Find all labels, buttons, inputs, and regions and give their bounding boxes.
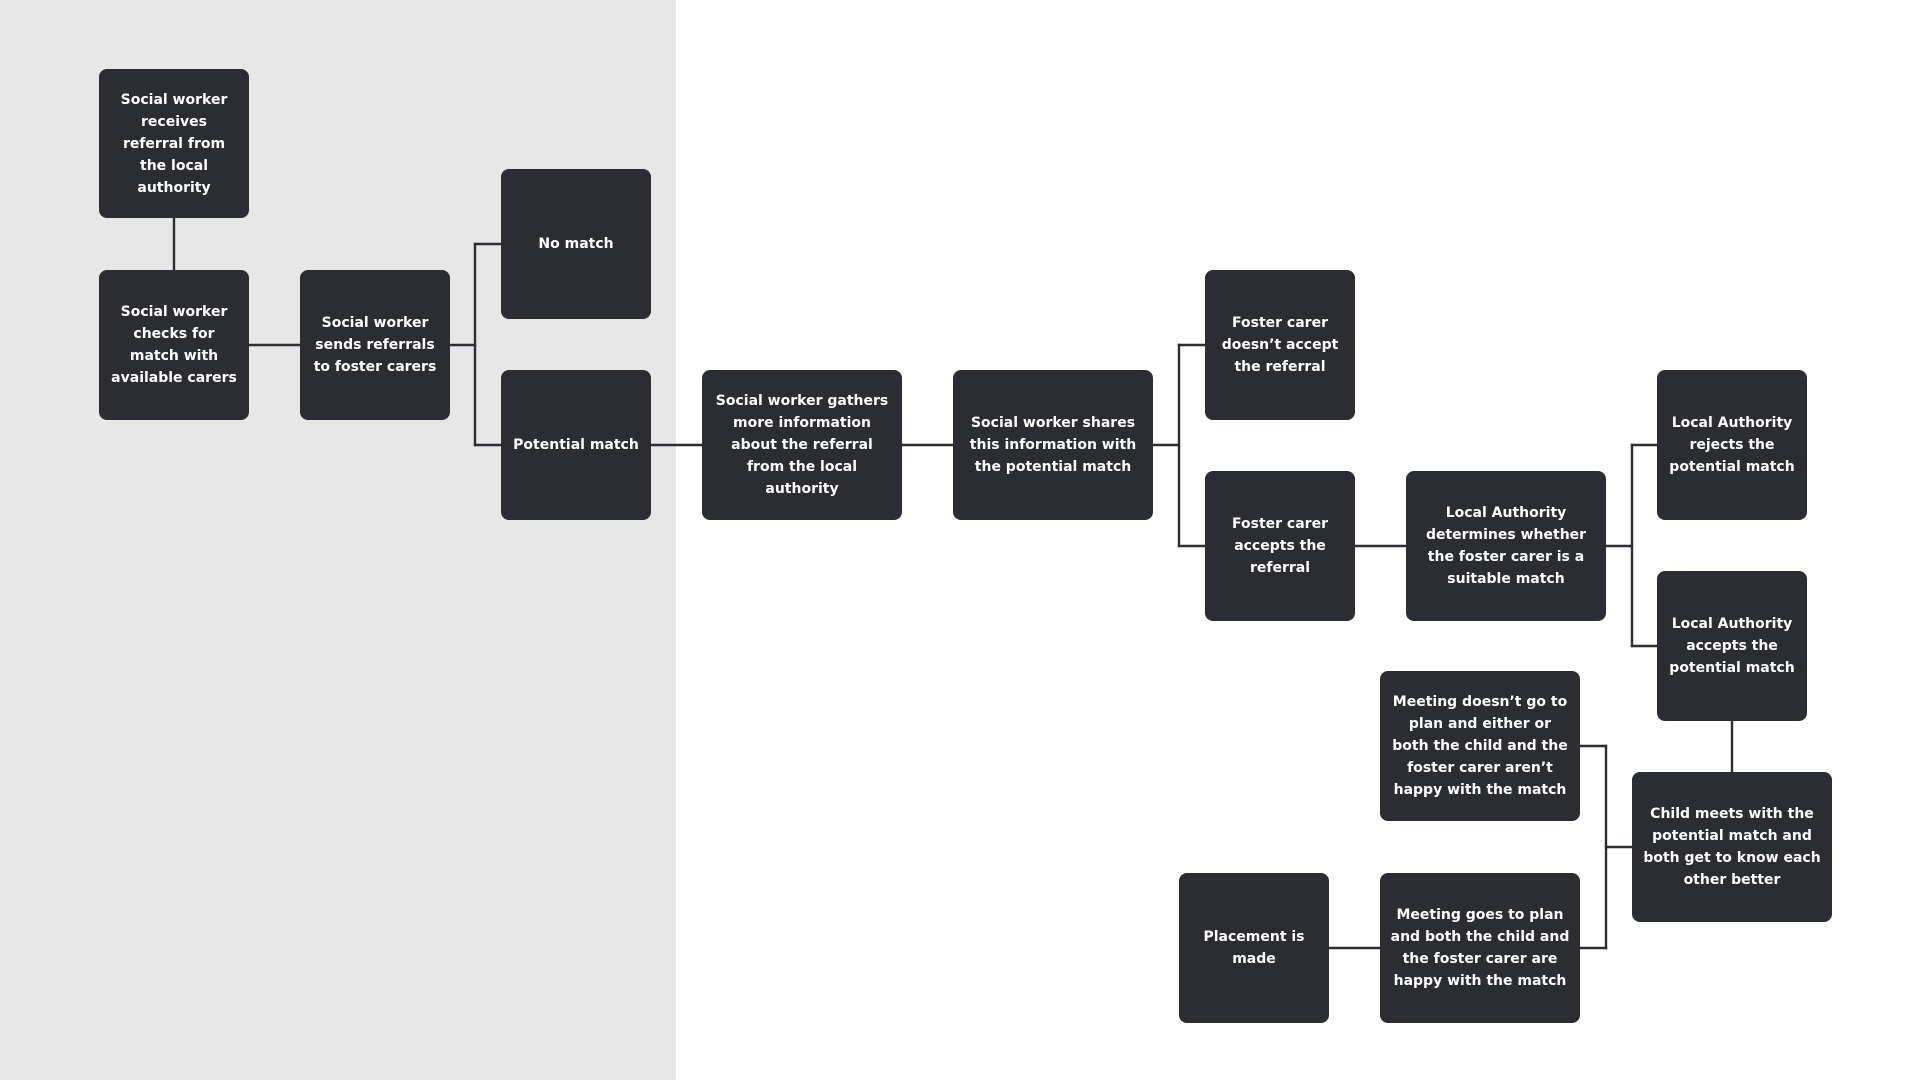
- node-child-meets-label: Child meets with the potential match and…: [1643, 806, 1821, 888]
- node-meeting-plan-label: Meeting goes to plan and both the child …: [1390, 907, 1570, 989]
- node-shares-info-label: Social worker shares this information wi…: [969, 415, 1137, 475]
- node-checks-match-label: Social worker checks for match with avai…: [111, 304, 237, 386]
- node-checks-match: Social worker checks for match with avai…: [99, 270, 249, 420]
- node-sends-referrals: Social worker sends referrals to foster …: [300, 270, 450, 420]
- node-carer-not-accept: Foster carer doesn’t accept the referral: [1205, 270, 1355, 420]
- node-meeting-not-plan: Meeting doesn’t go to plan and either or…: [1380, 671, 1580, 821]
- node-placement-made: Placement is made: [1179, 873, 1329, 1023]
- node-la-accepts-label: Local Authority accepts the potential ma…: [1669, 616, 1795, 676]
- node-receives-referral-label: Social worker receives referral from the…: [120, 91, 228, 196]
- node-la-determines: Local Authority determines whether the f…: [1406, 471, 1606, 621]
- node-receives-referral: Social worker receives referral from the…: [99, 69, 249, 218]
- node-no-match: No match: [501, 169, 651, 319]
- node-no-match-label: No match: [538, 236, 614, 252]
- node-la-determines-label: Local Authority determines whether the f…: [1425, 505, 1587, 587]
- node-shares-info: Social worker shares this information wi…: [953, 370, 1153, 520]
- node-carer-not-accept-label: Foster carer doesn’t accept the referral: [1221, 315, 1339, 375]
- node-meeting-not-plan-label: Meeting doesn’t go to plan and either or…: [1392, 694, 1568, 798]
- node-meeting-plan: Meeting goes to plan and both the child …: [1380, 873, 1580, 1023]
- node-gathers-info-label: Social worker gathers more information a…: [715, 393, 889, 497]
- node-potential-match-label: Potential match: [513, 437, 639, 453]
- node-child-meets: Child meets with the potential match and…: [1632, 772, 1832, 922]
- node-la-accepts: Local Authority accepts the potential ma…: [1657, 571, 1807, 721]
- node-la-rejects: Local Authority rejects the potential ma…: [1657, 370, 1807, 520]
- node-carer-accepts: Foster carer accepts the referral: [1205, 471, 1355, 621]
- node-la-rejects-label: Local Authority rejects the potential ma…: [1669, 415, 1795, 475]
- node-potential-match: Potential match: [501, 370, 651, 520]
- node-placement-made-label: Placement is made: [1203, 929, 1305, 967]
- node-gathers-info: Social worker gathers more information a…: [702, 370, 902, 520]
- node-sends-referrals-label: Social worker sends referrals to foster …: [313, 315, 437, 375]
- node-carer-accepts-label: Foster carer accepts the referral: [1232, 516, 1328, 576]
